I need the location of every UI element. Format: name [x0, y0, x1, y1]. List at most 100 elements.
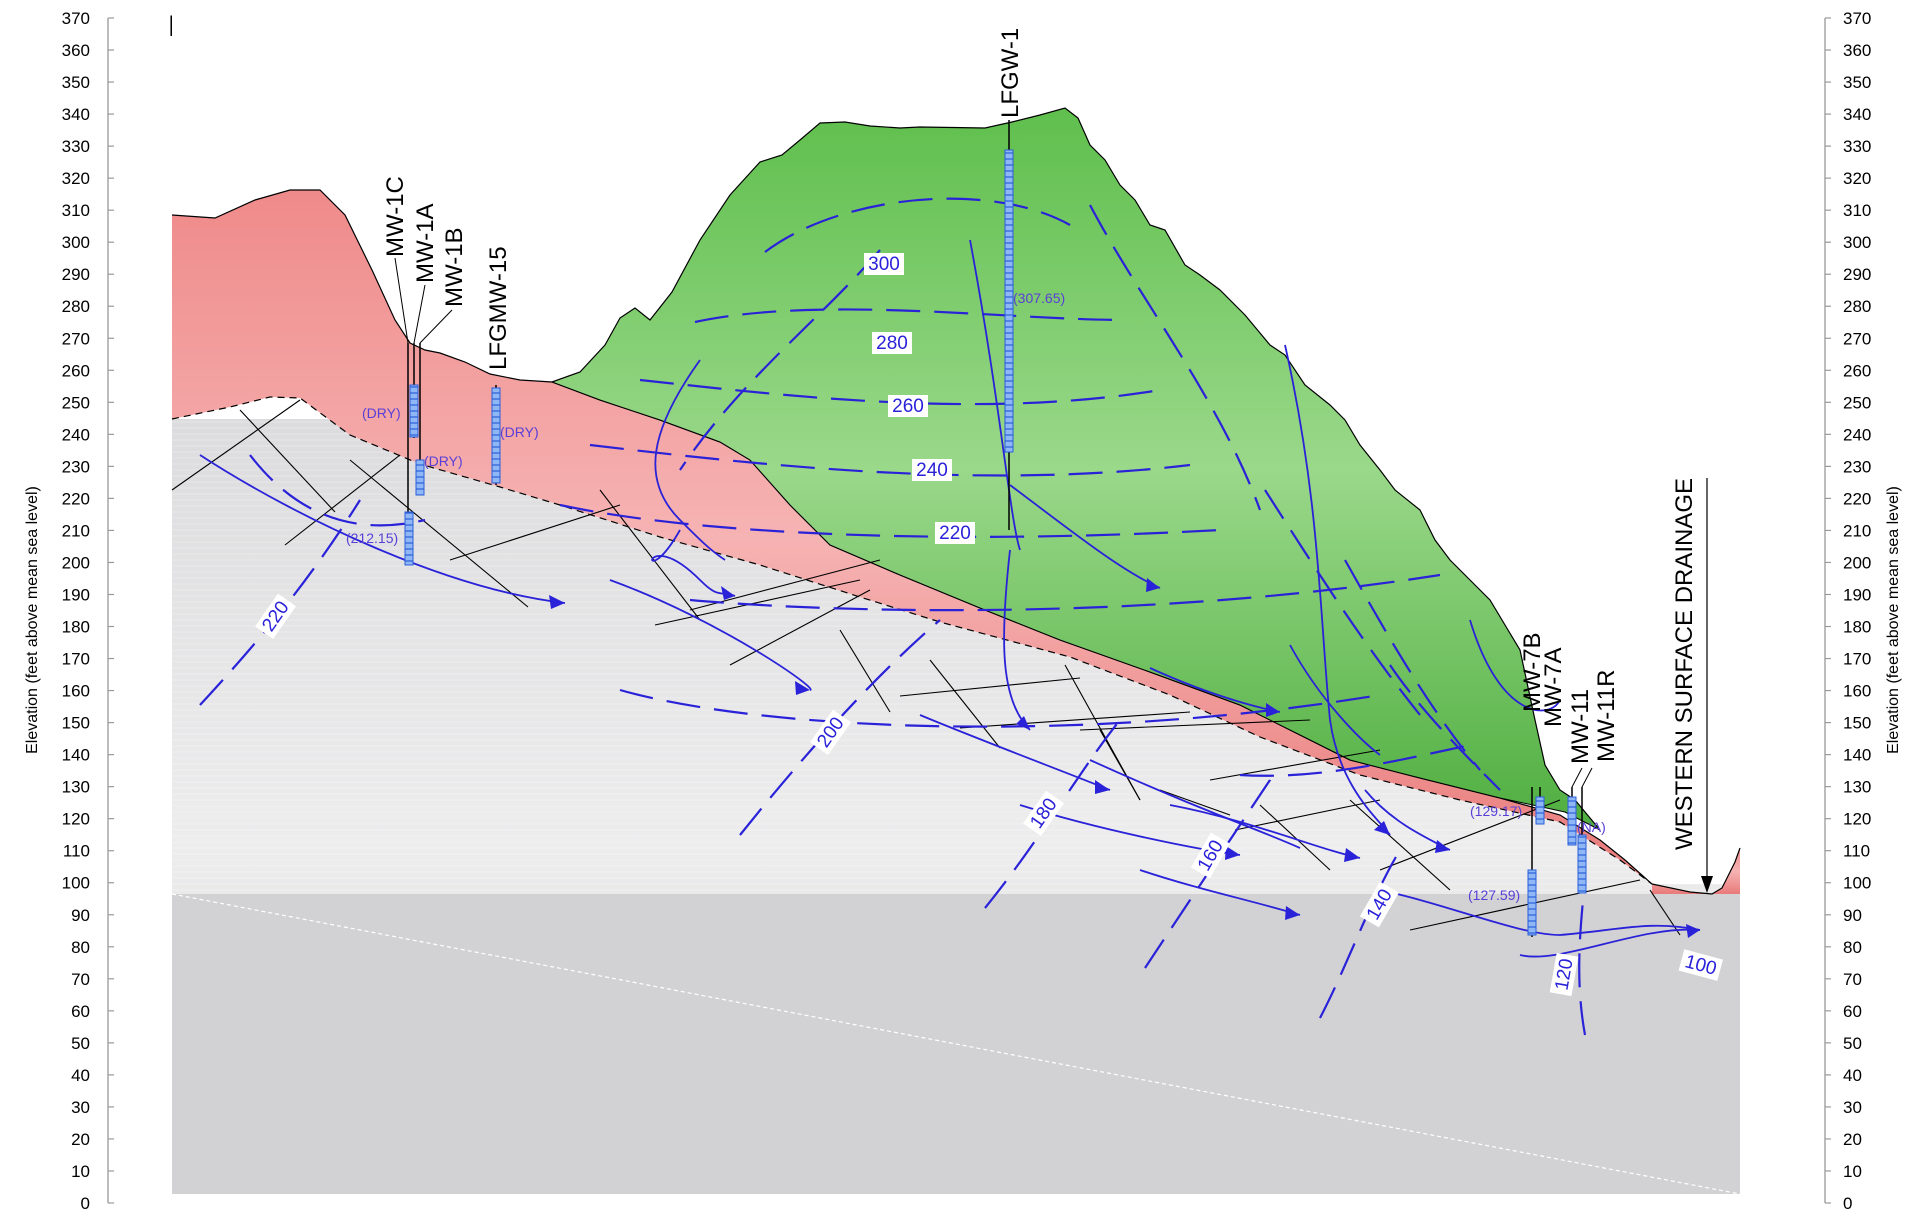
well-label-mw-11: MW-11	[1567, 689, 1594, 764]
left-axis-tick-label: 140	[62, 746, 90, 765]
well-screen	[404, 511, 414, 566]
right-axis-tick-label: 110	[1843, 842, 1870, 861]
well-label-mw-1a: MW-1A	[412, 203, 439, 283]
right-axis-tick-label: 160	[1843, 682, 1871, 701]
reading-mw-1a: (DRY)	[362, 405, 401, 421]
right-axis-tick-label: 130	[1843, 778, 1871, 797]
left-axis-tick-label: 130	[62, 778, 90, 797]
right-axis-tick-label: 310	[1843, 201, 1871, 220]
right-axis-tick-label: 230	[1843, 457, 1871, 476]
left-axis-tick-label: 180	[62, 618, 90, 637]
right-axis-tick-label: 200	[1843, 553, 1871, 572]
right-axis: 0102030405060708090100110120130140150160…	[1824, 9, 1902, 1213]
landfill-unit	[552, 108, 1600, 830]
water-level-readings: (DRY) (DRY) (DRY) (212.15) (307.65) (129…	[346, 290, 1606, 903]
well-labels: MW-1C MW-1A MW-1B LFGMW-15 LFGW-1 MW-7B …	[382, 28, 1698, 850]
left-axis-tick-label: 340	[62, 105, 90, 124]
contour-label: 280	[876, 333, 908, 354]
left-axis-tick-label: 0	[81, 1194, 90, 1213]
right-axis-tick-label: 220	[1843, 489, 1871, 508]
left-axis-tick-label: 360	[62, 41, 90, 60]
left-axis-tick-label: 270	[62, 329, 90, 348]
well-screen	[1527, 869, 1537, 936]
left-axis-tick-label: 330	[62, 137, 90, 156]
left-axis-tick-label: 100	[62, 874, 90, 893]
well-screen	[1004, 149, 1014, 453]
drainage-label: WESTERN SURFACE DRAINAGE	[1671, 478, 1698, 850]
left-axis-tick-label: 170	[62, 650, 90, 669]
right-axis-tick-label: 300	[1843, 233, 1871, 252]
left-axis-tick-label: 300	[62, 233, 90, 252]
left-axis-tick-label: 90	[71, 906, 90, 925]
well-screen	[1577, 834, 1587, 894]
left-axis-tick-label: 20	[71, 1130, 90, 1149]
left-axis: 0102030405060708090100110120130140150160…	[24, 9, 114, 1213]
right-axis-tick-label: 70	[1843, 970, 1862, 989]
well-label-mw-1c: MW-1C	[382, 176, 409, 257]
reading-lfgmw-15: (DRY)	[500, 424, 539, 440]
left-axis-tick-label: 70	[71, 970, 90, 989]
left-axis-tick-label: 120	[62, 810, 90, 829]
contour-label: 300	[868, 254, 900, 275]
left-axis-tick-label: 210	[62, 521, 90, 540]
left-axis-tick-label: 150	[62, 714, 90, 733]
right-axis-tick-label: 360	[1843, 41, 1871, 60]
well-screen	[1535, 796, 1545, 825]
geology	[171, 0, 1741, 1195]
flow-lines	[199, 239, 1701, 958]
right-axis-tick-label: 350	[1843, 73, 1871, 92]
well-label-mw-1b: MW-1B	[441, 227, 468, 307]
reading-mw-1b: (DRY)	[424, 453, 463, 469]
left-axis-tick-label: 290	[62, 265, 90, 284]
right-axis-tick-label: 320	[1843, 169, 1871, 188]
right-axis-tick-label: 40	[1843, 1066, 1862, 1085]
left-axis-tick-label: 310	[62, 201, 90, 220]
right-axis-tick-label: 210	[1843, 521, 1871, 540]
well-label-lfgmw-15: LFGMW-15	[485, 246, 512, 370]
right-axis-tick-label: 100	[1843, 874, 1871, 893]
well-screen	[1567, 796, 1577, 846]
left-axis-tick-label: 80	[71, 938, 90, 957]
right-axis-tick-label: 50	[1843, 1034, 1862, 1053]
left-axis-tick-label: 280	[62, 297, 90, 316]
right-axis-tick-label: 20	[1843, 1130, 1862, 1149]
groundwater-contours	[199, 197, 1587, 1036]
contour-label: 240	[916, 460, 948, 481]
right-axis-tick-label: 190	[1843, 585, 1871, 604]
left-axis-tick-label: 240	[62, 425, 90, 444]
left-axis-tick-label: 190	[62, 585, 90, 604]
right-axis-tick-label: 280	[1843, 297, 1871, 316]
right-axis-tick-label: 290	[1843, 265, 1871, 284]
right-axis-tick-label: 250	[1843, 393, 1871, 412]
reading-lfgw-1: (307.65)	[1013, 290, 1065, 306]
soil-unit	[172, 190, 1652, 884]
left-axis-tick-label: 370	[62, 9, 90, 28]
right-axis-tick-label: 370	[1843, 9, 1871, 28]
contour-label: 220	[939, 523, 971, 544]
contour-label: 260	[892, 396, 924, 417]
left-axis-tick-label: 200	[62, 553, 90, 572]
fractures	[171, 399, 1681, 936]
right-axis-tick-label: 180	[1843, 618, 1871, 637]
right-axis-tick-label: 260	[1843, 361, 1871, 380]
left-axis-tick-label: 250	[62, 393, 90, 412]
right-axis-tick-label: 120	[1843, 810, 1871, 829]
right-axis-tick-label: 0	[1843, 1194, 1852, 1213]
right-axis-tick-label: 340	[1843, 105, 1871, 124]
left-axis-tick-label: 220	[62, 489, 90, 508]
well-label-mw-11r: MW-11R	[1593, 670, 1620, 762]
left-axis-tick-label: 60	[71, 1002, 90, 1021]
left-axis-tick-label: 110	[63, 842, 90, 861]
right-axis-title: Elevation (feet above mean sea level)	[1885, 486, 1902, 754]
left-axis-tick-label: 40	[71, 1066, 90, 1085]
right-axis-tick-label: 150	[1843, 714, 1871, 733]
right-axis-tick-label: 330	[1843, 137, 1871, 156]
left-axis-tick-label: 260	[62, 361, 90, 380]
right-axis-tick-label: 270	[1843, 329, 1871, 348]
right-axis-tick-label: 140	[1843, 746, 1871, 765]
right-axis-tick-label: 170	[1843, 650, 1871, 669]
well-label-lfgw-1: LFGW-1	[997, 28, 1024, 118]
right-axis-tick-label: 240	[1843, 425, 1871, 444]
well-screen	[491, 387, 501, 484]
